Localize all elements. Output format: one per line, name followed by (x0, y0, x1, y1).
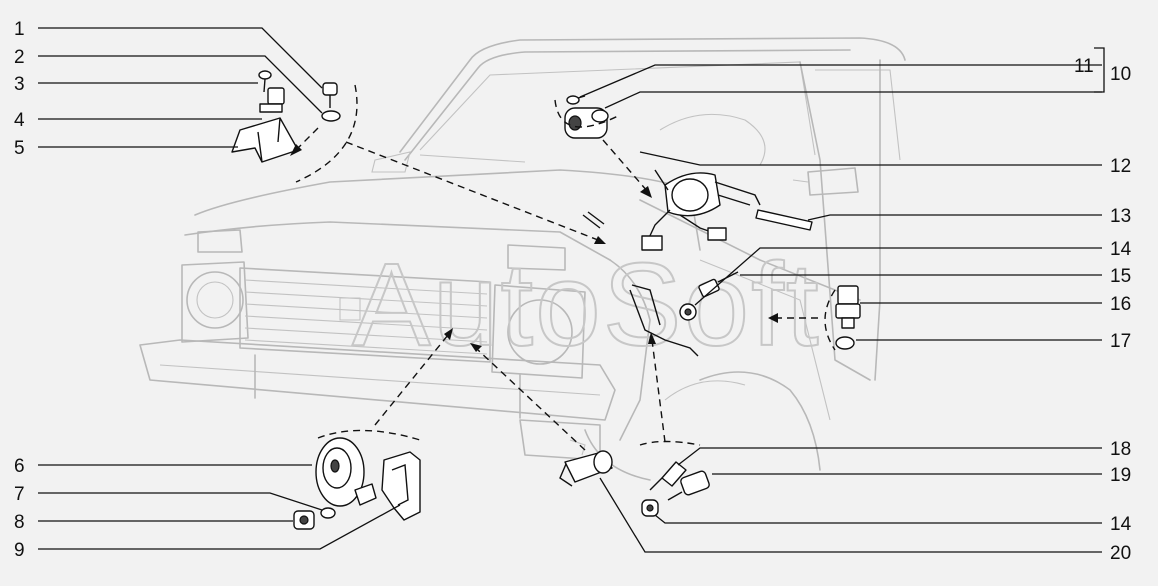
part-9-bracket-icon (381, 451, 421, 521)
callout-19: 19 (1110, 465, 1131, 486)
part-14-nut-lower-icon (641, 499, 659, 517)
callout-6: 6 (14, 456, 25, 477)
part-1-bolt-icon (322, 82, 338, 108)
callout-10: 10 (1110, 64, 1131, 85)
part-5-bracket-icon (231, 117, 299, 163)
callout-15: 15 (1110, 266, 1131, 287)
callout-14-lower: 14 (1110, 514, 1132, 535)
part-4-clip-icon (259, 87, 285, 113)
callout-18: 18 (1110, 439, 1131, 460)
part-11-lamp-icon (566, 95, 586, 105)
part-2-washer-icon (321, 110, 341, 122)
callout-3: 3 (14, 74, 25, 95)
part-6-horn-icon (315, 437, 377, 507)
callout-5: 5 (14, 138, 25, 159)
part-17-washer-icon (835, 336, 855, 350)
part-12-column-switch-icon (641, 169, 761, 251)
part-3-screw-icon (258, 70, 272, 93)
callout-9: 9 (14, 540, 25, 561)
part-7-washer-icon (320, 507, 336, 519)
part-20-relay-icon (559, 450, 613, 487)
callout-12: 12 (1110, 156, 1131, 177)
callout-4: 4 (14, 110, 25, 131)
callout-11: 11 (1074, 56, 1094, 77)
part-13-stalk-icon (755, 209, 813, 231)
part-15-sensor-icon (698, 271, 739, 298)
assembly-guides (290, 84, 836, 451)
watermark-text: AutoSoft (352, 239, 821, 371)
parts (231, 70, 861, 530)
callout-13: 13 (1110, 206, 1131, 227)
callout-labels: 1 2 3 4 5 6 7 8 9 10 11 12 13 14 15 16 1… (14, 19, 1132, 564)
part-19-sensor-icon (667, 470, 710, 501)
callout-17: 17 (1110, 331, 1131, 352)
part-8-nut-icon (293, 510, 315, 530)
part-18-temp-sensor-icon (649, 461, 687, 491)
part-14-nut-upper-icon (679, 303, 697, 321)
callout-2: 2 (14, 47, 25, 68)
part-10-ignition-switch-icon (564, 107, 609, 139)
callout-8: 8 (14, 512, 25, 533)
callout-20: 20 (1110, 543, 1131, 564)
part-16-pressure-switch-icon (835, 285, 861, 329)
callout-14-upper: 14 (1110, 239, 1132, 260)
callout-1: 1 (14, 19, 25, 40)
leader-lines (38, 27, 1105, 553)
callout-7: 7 (14, 484, 25, 505)
callout-16: 16 (1110, 294, 1131, 315)
vehicle-outline (139, 37, 906, 481)
